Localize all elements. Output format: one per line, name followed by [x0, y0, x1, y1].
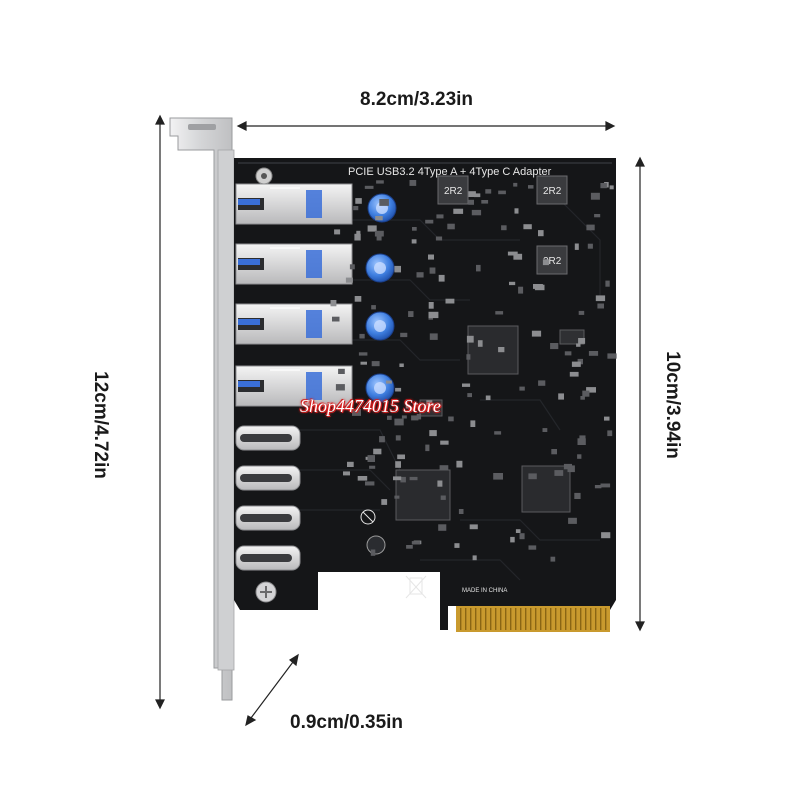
- capacitors: [365, 193, 397, 403]
- usb-a-port: [235, 243, 353, 285]
- svg-text:2R2: 2R2: [543, 256, 562, 267]
- svg-text:2R2: 2R2: [543, 186, 562, 197]
- usb-c-port: [235, 465, 301, 491]
- weee-bin-icon: [405, 575, 427, 599]
- chip: [467, 325, 519, 375]
- smd-components: [330, 180, 617, 562]
- svg-text:2R2: 2R2: [444, 186, 463, 197]
- usb-c-port: [235, 545, 301, 571]
- depth-dimension-label: 0.9cm/0.35in: [290, 712, 404, 733]
- usb-c-port: [235, 425, 301, 451]
- pcie-gold-fingers: [456, 606, 610, 632]
- usb-a-port: [235, 303, 353, 345]
- usb-c-port: [235, 505, 301, 531]
- inductor: 2R2: [437, 175, 469, 205]
- lead-free-icon: [360, 509, 376, 525]
- capacitor: [367, 193, 397, 223]
- board-height-dimension-label: 10cm/3.94in: [662, 351, 683, 459]
- usb-c-ports: [235, 425, 301, 571]
- width-dimension-label: 8.2cm/3.23in: [360, 89, 474, 110]
- inductors: 2R2 2R2 2R2: [437, 175, 568, 275]
- made-in-label: MADE IN CHINA: [462, 588, 507, 594]
- controller-chips: [395, 325, 585, 521]
- usb-a-port: [235, 183, 353, 225]
- inductor: 2R2: [536, 245, 568, 275]
- usb-a-port: [235, 365, 353, 407]
- capacitor: [365, 311, 395, 341]
- inductor: 2R2: [536, 175, 568, 205]
- usb-a-ports: [235, 183, 353, 407]
- capacitor: [365, 253, 395, 283]
- dimension-lines: [155, 114, 645, 727]
- store-watermark: Shop4474015 Store: [300, 396, 441, 416]
- metal-bracket: [169, 117, 235, 701]
- total-height-dimension-label: 12cm/4.72in: [90, 371, 111, 479]
- silkscreen-title: PCIE USB3.2 4Type A + 4Type C Adapter: [348, 166, 552, 178]
